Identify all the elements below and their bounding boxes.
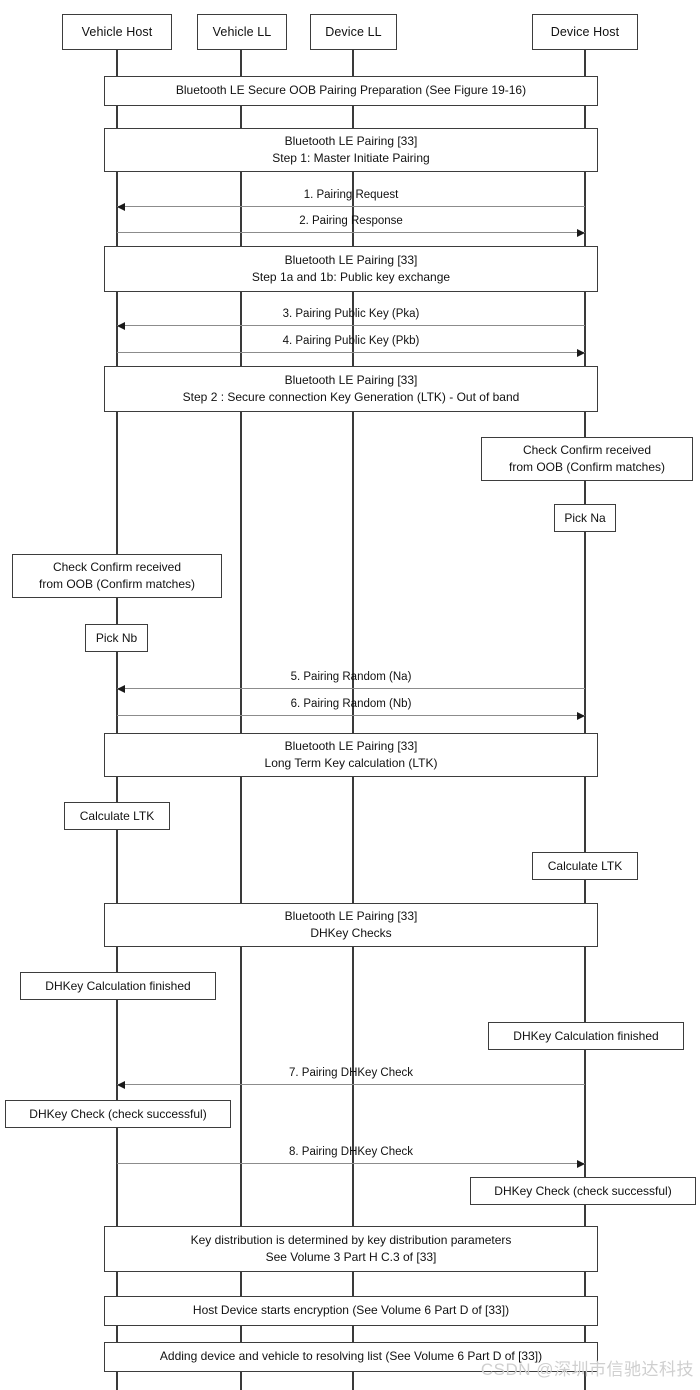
message-label-msg-6: 6. Pairing Random (Nb) xyxy=(290,698,412,710)
participant-label: Device Host xyxy=(550,25,620,39)
message-line-msg-7 xyxy=(117,1084,585,1086)
fragment-line: Bluetooth LE Secure OOB Pairing Preparat… xyxy=(175,83,527,98)
message-label-msg-3: 3. Pairing Public Key (Pka) xyxy=(282,308,420,320)
note-line: Check Confirm received xyxy=(522,443,652,458)
fragment-step2-secure-connection-key-generation[interactable]: Bluetooth LE Pairing [33] Step 2 : Secure… xyxy=(104,366,598,412)
note-line: Pick Na xyxy=(564,510,606,525)
lifeline-vehicle-host xyxy=(116,50,118,1390)
participant-label: Device LL xyxy=(325,25,382,39)
arrow-head-left-msg-1 xyxy=(117,202,125,211)
fragment-line: Step 1a and 1b: Public key exchange xyxy=(251,270,451,284)
message-line-msg-2 xyxy=(117,232,585,234)
message-line-msg-1 xyxy=(117,206,585,208)
note-line: DHKey Calculation finished xyxy=(513,1028,659,1043)
participant-device-host[interactable]: Device Host xyxy=(532,14,638,50)
note-vehicle-check-confirm-oob[interactable]: Check Confirm received from OOB (Confirm … xyxy=(12,554,222,598)
lifeline-device-host xyxy=(584,50,586,1390)
message-label-msg-8: 8. Pairing DHKey Check xyxy=(289,1146,413,1158)
arrow-head-right-msg-8 xyxy=(577,1159,585,1168)
message-line-msg-3 xyxy=(117,325,585,327)
note-device-dhkey-check-successful[interactable]: DHKey Check (check successful) xyxy=(470,1177,696,1205)
fragment-line: Bluetooth LE Pairing [33] xyxy=(284,133,418,148)
note-pick-na[interactable]: Pick Na xyxy=(554,504,616,532)
note-device-check-confirm-oob[interactable]: Check Confirm received from OOB (Confirm … xyxy=(481,437,693,481)
note-vehicle-dhkey-calculation-finished[interactable]: DHKey Calculation finished xyxy=(20,972,216,1000)
message-label-msg-1: 1. Pairing Request xyxy=(303,189,399,201)
message-label-msg-4: 4. Pairing Public Key (Pkb) xyxy=(282,335,420,347)
fragment-dhkey-checks[interactable]: Bluetooth LE Pairing [33] DHKey Checks xyxy=(104,903,598,947)
note-line: DHKey Calculation finished xyxy=(45,978,191,993)
fragment-key-distribution[interactable]: Key distribution is determined by key di… xyxy=(104,1226,598,1272)
participant-label: Vehicle Host xyxy=(81,25,153,39)
note-line: Check Confirm received xyxy=(52,560,182,575)
fragment-step1-master-initiate[interactable]: Bluetooth LE Pairing [33] Step 1: Master … xyxy=(104,128,598,172)
fragment-step1a-1b-public-key-exchange[interactable]: Bluetooth LE Pairing [33] Step 1a and 1b:… xyxy=(104,246,598,292)
message-line-msg-6 xyxy=(117,715,585,717)
note-vehicle-dhkey-check-successful[interactable]: DHKey Check (check successful) xyxy=(5,1100,231,1128)
message-label-msg-2: 2. Pairing Response xyxy=(299,215,403,227)
fragment-line: Bluetooth LE Pairing [33] xyxy=(284,908,418,923)
arrow-head-right-msg-2 xyxy=(577,228,585,237)
note-pick-nb[interactable]: Pick Nb xyxy=(85,624,148,652)
arrow-head-left-msg-5 xyxy=(117,684,125,693)
message-label-msg-7: 7. Pairing DHKey Check xyxy=(289,1067,413,1079)
message-line-msg-5 xyxy=(117,688,585,690)
fragment-line: Long Term Key calculation (LTK) xyxy=(264,756,438,770)
fragment-line: Bluetooth LE Pairing [33] xyxy=(284,372,418,387)
note-device-calculate-ltk[interactable]: Calculate LTK xyxy=(532,852,638,880)
note-line: from OOB (Confirm matches) xyxy=(38,577,196,591)
fragment-line: Bluetooth LE Pairing [33] xyxy=(284,738,418,753)
note-line: Calculate LTK xyxy=(547,858,623,873)
participant-device-ll[interactable]: Device LL xyxy=(310,14,397,50)
fragment-host-device-starts-encryption[interactable]: Host Device starts encryption (See Volum… xyxy=(104,1296,598,1326)
fragment-line: Step 1: Master Initiate Pairing xyxy=(272,151,430,165)
note-line: from OOB (Confirm matches) xyxy=(508,460,666,474)
note-line: Calculate LTK xyxy=(79,808,155,823)
lifeline-device-ll xyxy=(352,50,354,1390)
arrow-head-right-msg-4 xyxy=(577,348,585,357)
fragment-line: Bluetooth LE Pairing [33] xyxy=(284,252,418,267)
participant-label: Vehicle LL xyxy=(212,25,272,39)
fragment-line: DHKey Checks xyxy=(310,926,392,940)
fragment-long-term-key-calculation[interactable]: Bluetooth LE Pairing [33] Long Term Key c… xyxy=(104,733,598,777)
fragment-line: Host Device starts encryption (See Volum… xyxy=(192,1303,510,1318)
message-line-msg-4 xyxy=(117,352,585,354)
fragment-line: Key distribution is determined by key di… xyxy=(190,1232,512,1247)
fragment-oob-preparation[interactable]: Bluetooth LE Secure OOB Pairing Preparat… xyxy=(104,76,598,106)
fragment-line: See Volume 3 Part H C.3 of [33] xyxy=(265,1250,437,1264)
arrow-head-left-msg-3 xyxy=(117,321,125,330)
fragment-line: Adding device and vehicle to resolving l… xyxy=(159,1349,543,1364)
message-label-msg-5: 5. Pairing Random (Na) xyxy=(290,671,412,683)
note-line: Pick Nb xyxy=(95,630,138,645)
fragment-adding-device-to-resolving-list[interactable]: Adding device and vehicle to resolving l… xyxy=(104,1342,598,1372)
participant-vehicle-ll[interactable]: Vehicle LL xyxy=(197,14,287,50)
message-line-msg-8 xyxy=(117,1163,585,1165)
note-line: DHKey Check (check successful) xyxy=(29,1106,207,1121)
note-line: DHKey Check (check successful) xyxy=(494,1183,672,1198)
arrow-head-left-msg-7 xyxy=(117,1080,125,1089)
note-device-dhkey-calculation-finished[interactable]: DHKey Calculation finished xyxy=(488,1022,684,1050)
participant-vehicle-host[interactable]: Vehicle Host xyxy=(62,14,172,50)
note-vehicle-calculate-ltk[interactable]: Calculate LTK xyxy=(64,802,170,830)
fragment-line: Step 2 : Secure connection Key Generatio… xyxy=(182,390,520,404)
lifeline-vehicle-ll xyxy=(240,50,242,1390)
arrow-head-right-msg-6 xyxy=(577,711,585,720)
